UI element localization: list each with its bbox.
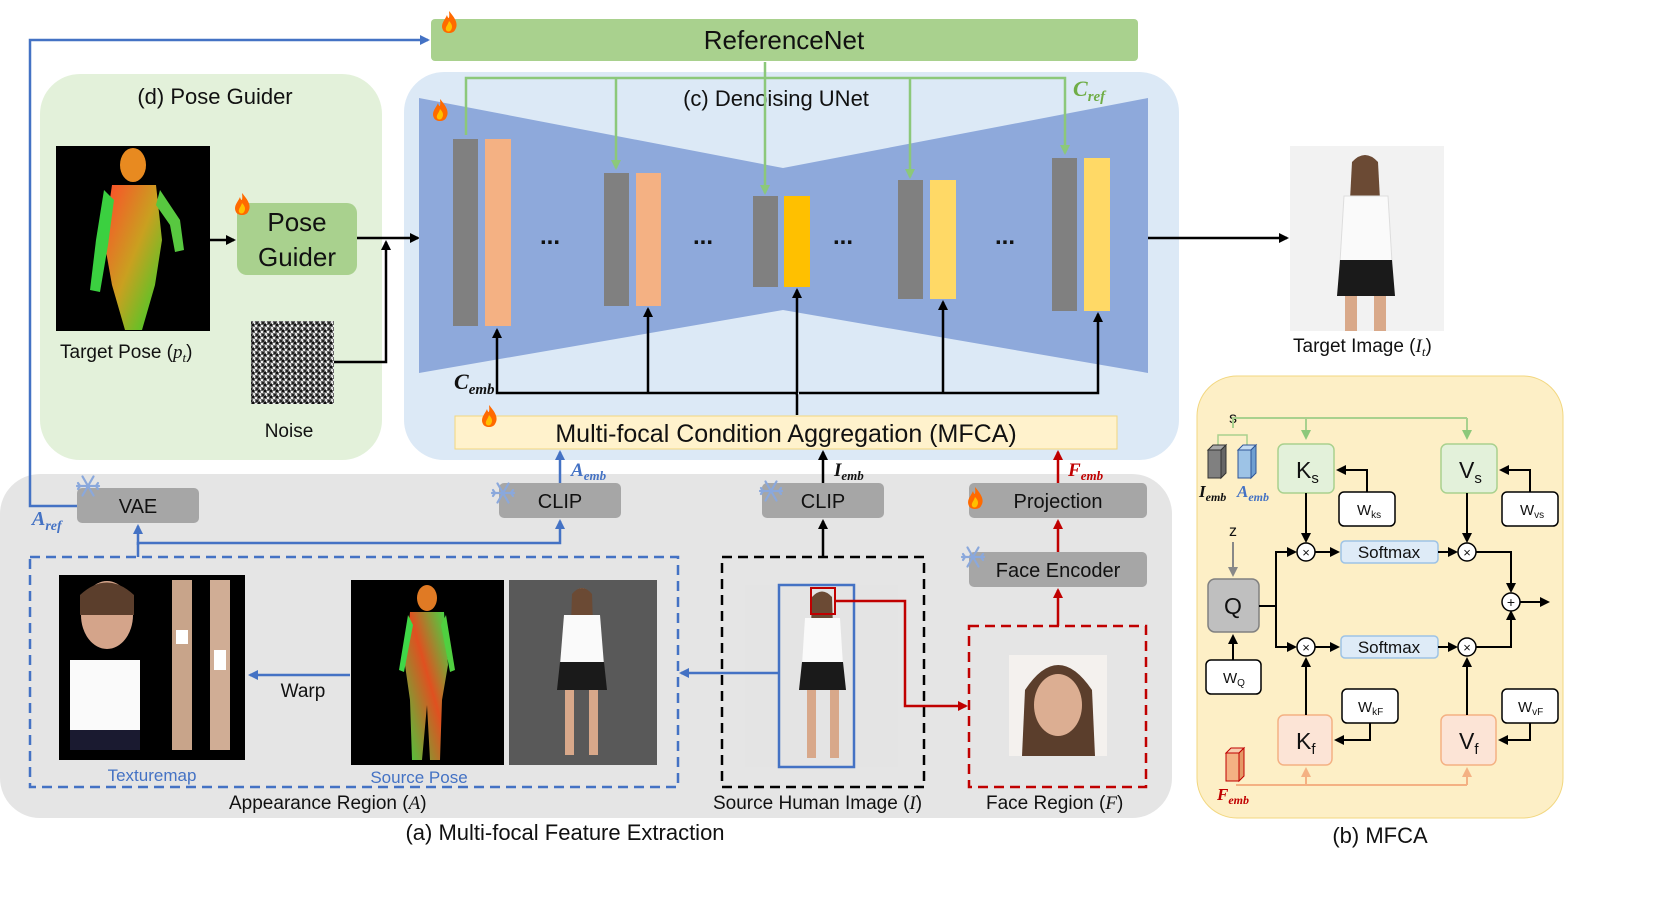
i-emb-label: Iemb	[833, 460, 864, 483]
ellipsis-3: ...	[833, 223, 853, 250]
mfca-a-emb-label: Aemb	[1236, 482, 1269, 504]
bottom-to-plus-arrow	[1476, 610, 1516, 648]
appearance-to-encoders-arrows	[136, 519, 565, 557]
vf-block	[1440, 714, 1497, 766]
clip-appearance-label: CLIP	[538, 491, 582, 513]
multiply-icon-glyph: ×	[1302, 640, 1310, 655]
q-branch-top	[1259, 547, 1297, 607]
referencenet-label: ReferenceNet	[704, 25, 865, 55]
c-ref-connectors	[464, 62, 1070, 195]
source-pose-label: Source Pose	[370, 768, 467, 787]
add-icon-glyph: +	[1507, 594, 1515, 610]
appearance-region-box	[28, 555, 680, 789]
multiply-icon-glyph: ×	[1302, 545, 1310, 560]
source-human-label: Source Human Image (I)	[713, 793, 922, 814]
q-branch-bottom	[1275, 606, 1297, 652]
multiply-icon-glyph: ×	[1463, 545, 1471, 560]
feature-extraction-title: (a) Multi-focal Feature Extraction	[405, 820, 724, 845]
target-image-label: Target Image (It)	[1293, 336, 1432, 359]
pose-guider-line2: Guider	[258, 242, 336, 272]
pose-guider-panel-title: (d) Pose Guider	[137, 84, 292, 109]
s-to-tokens-connector	[1217, 434, 1248, 446]
vae-block	[77, 488, 199, 523]
f-emb-label: Femb	[1067, 460, 1104, 483]
ellipsis-4: ...	[995, 223, 1015, 250]
appearance-person-image	[509, 580, 657, 765]
c-emb-label: Cemb	[454, 369, 495, 398]
vs-label: Vs	[1459, 457, 1482, 487]
a-ref-label: Aref	[30, 508, 63, 534]
noise-arrow	[334, 240, 391, 364]
source-pose-image	[351, 580, 504, 765]
target-image	[1290, 146, 1444, 331]
c-emb-connectors	[492, 288, 1103, 415]
softmax-top-label: Softmax	[1358, 543, 1421, 562]
wks-label: Wks	[1357, 502, 1381, 521]
noise-image	[251, 321, 334, 404]
clip-identity-label: CLIP	[801, 491, 845, 513]
mfca-bar-label: Multi-focal Condition Aggregation (MFCA)	[555, 420, 1016, 448]
a-emb-label: Aemb	[570, 460, 607, 483]
face-region-label: Face Region (F)	[986, 793, 1123, 814]
clip-appearance-block	[499, 483, 621, 518]
appearance-region-label: Appearance Region (A)	[229, 793, 427, 814]
top-to-plus-arrow	[1476, 551, 1516, 593]
wvf-label: WvF	[1518, 699, 1543, 718]
pose-guider-line1: Pose	[267, 207, 326, 237]
mfca-panel-title: (b) MFCA	[1332, 823, 1428, 848]
c-ref-label: Cref	[1073, 76, 1107, 105]
vae-label: VAE	[119, 496, 158, 518]
mfca-i-emb-label: Iemb	[1198, 482, 1226, 504]
face-encoder-block	[969, 552, 1147, 587]
face-token-icon	[1224, 746, 1246, 783]
ellipsis-2: ...	[693, 223, 713, 250]
target-pose-figure	[90, 148, 184, 330]
clip-identity-block	[762, 483, 884, 518]
kf-label: Kf	[1296, 728, 1316, 758]
unet-panel-title: (c) Denoising UNet	[683, 86, 869, 111]
face-encoder-label: Face Encoder	[996, 560, 1121, 582]
softmax-bottom-label: Softmax	[1358, 638, 1421, 657]
wvf-arrow	[1498, 723, 1531, 745]
ks-label: Ks	[1296, 457, 1319, 487]
aref-arrow	[28, 35, 430, 508]
token-icons	[1206, 443, 1258, 480]
face-crop-arrow	[835, 599, 968, 711]
wq-label: WQ	[1223, 670, 1245, 689]
person-crop-box	[777, 583, 856, 769]
vs-block	[1440, 443, 1498, 494]
mfca-f-emb-label: Femb	[1216, 785, 1249, 807]
pose-guider-block	[237, 203, 357, 275]
ellipsis-1: ...	[540, 223, 560, 250]
mfca-bar	[454, 415, 1118, 450]
unet-shape	[419, 98, 1148, 373]
referencenet-block	[431, 19, 1138, 61]
face-image	[1009, 655, 1107, 756]
wkf-label: WkF	[1358, 699, 1383, 718]
wkf-arrow	[1334, 723, 1371, 745]
wks-arrow	[1336, 465, 1368, 492]
s-connector	[1232, 417, 1467, 428]
unet-feature-blocks	[453, 139, 1110, 326]
warp-label: Warp	[281, 681, 326, 702]
target-pose-label: Target Pose (pt)	[60, 342, 192, 365]
flame-icon	[442, 11, 457, 33]
z-label: z	[1229, 523, 1237, 540]
wvs-arrow	[1499, 465, 1531, 492]
multiply-icon	[1457, 637, 1477, 657]
vf-label: Vf	[1459, 728, 1479, 758]
source-human-image	[745, 585, 898, 767]
projection-block	[969, 483, 1147, 518]
noise-label: Noise	[265, 421, 314, 442]
texturemap-image	[59, 575, 245, 760]
multiply-icon-glyph: ×	[1463, 640, 1471, 655]
wvs-label: Wvs	[1520, 502, 1544, 521]
q-label: Q	[1224, 593, 1242, 619]
projection-label: Projection	[1014, 491, 1103, 513]
texturemap-label: Texturemap	[108, 766, 197, 785]
